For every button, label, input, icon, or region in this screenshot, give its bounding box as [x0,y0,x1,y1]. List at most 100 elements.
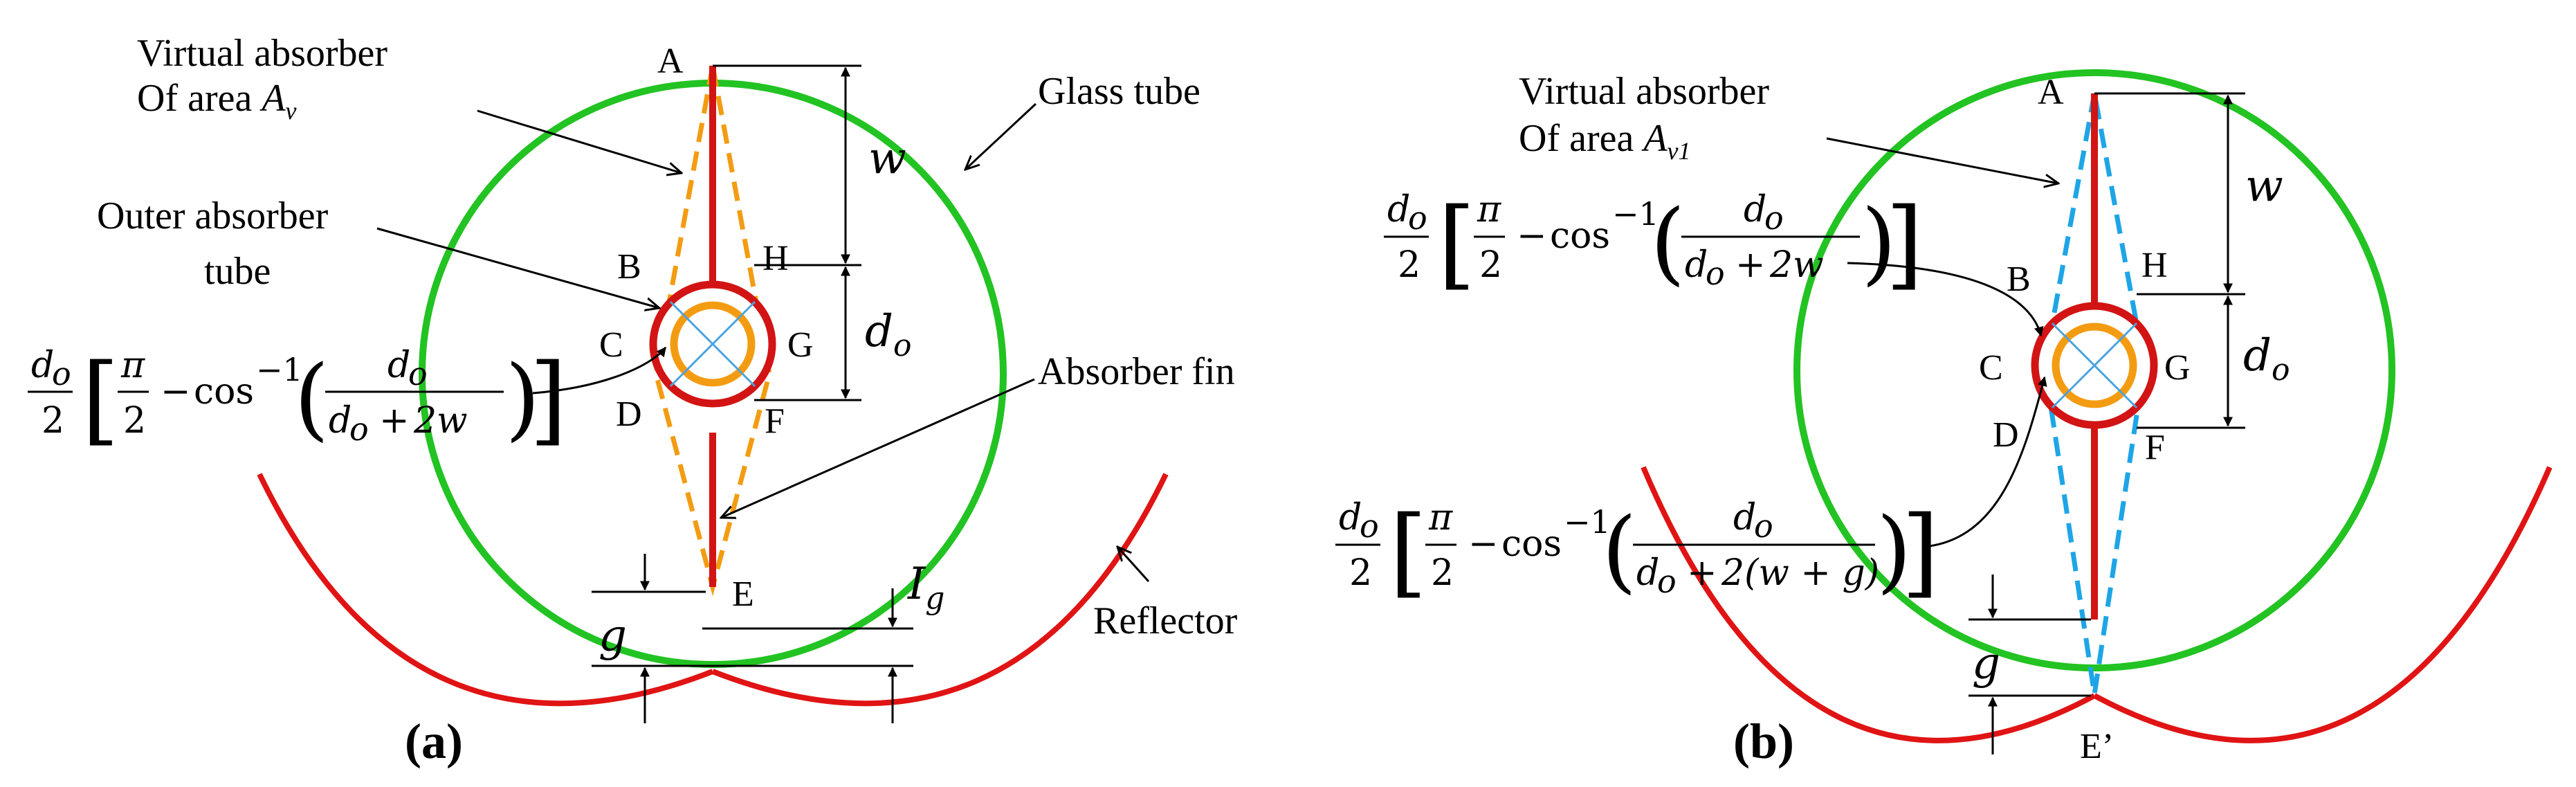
svg-text:o: o [349,410,369,448]
svg-text:−: − [161,371,191,413]
svg-text:o: o [1764,199,1784,237]
svg-text:o: o [1657,563,1677,600]
point-label-f: F [765,401,785,441]
svg-text:(: ( [1650,190,1686,295]
svg-text:d: d [1339,497,1362,539]
dim-do-label: do [865,306,911,363]
panel-caption-b: (b) [1733,714,1794,769]
svg-text:d: d [31,345,54,386]
svg-text:d: d [1744,189,1766,230]
svg-text:−1: −1 [1612,195,1659,233]
point-label-c: C [599,325,623,365]
outer-absorber-label-line1: Outer absorber [97,195,329,237]
svg-text:o: o [52,355,71,392]
point-label-h: H [2141,246,2168,285]
svg-text:−1: −1 [256,351,303,388]
svg-text:−: − [1517,215,1547,257]
panel-a: Virtual absorber Of area Av Glass tube O… [28,32,1238,769]
svg-text:2: 2 [1431,552,1454,594]
svg-text:2: 2 [123,400,146,442]
svg-text:o: o [1360,507,1379,545]
virtual-absorber-label-line2: Of area Av1 [1519,117,1691,165]
svg-text:o: o [1408,199,1427,237]
leader-virtual-absorber [1826,137,2058,183]
point-label-a: A [657,42,684,81]
svg-text:cos: cos [1501,523,1562,565]
inner-absorber-tube [2052,323,2137,408]
dim-ig-label: Ig [907,559,944,616]
svg-text:(: ( [294,345,329,451]
reflector-curve-right [2093,466,2552,743]
svg-text:+: + [379,400,410,442]
svg-text:): ) [505,345,540,451]
point-label-f: F [2145,428,2165,467]
point-label-h: H [762,239,789,278]
point-label-b: B [2007,260,2031,299]
svg-text:d: d [329,400,351,442]
svg-text:d: d [1733,497,1756,539]
leader-outer-absorber [376,227,659,308]
inner-absorber-tube [670,301,756,387]
svg-text:π: π [1428,497,1453,539]
svg-text:−1: −1 [1564,503,1611,541]
svg-text:d: d [1387,189,1410,230]
virtual-absorber-label-line2: Of area Av [137,77,297,125]
leader-reflector [1117,547,1150,583]
absorber-fin-label: Absorber fin [1038,350,1235,393]
leader-absorber-fin [721,378,1035,518]
dim-do-label: do [2243,330,2290,388]
svg-text:[: [ [1389,496,1427,608]
svg-text:2(w + g): 2(w + g) [1721,552,1879,594]
svg-text:2: 2 [1479,244,1502,286]
svg-text:π: π [1477,189,1501,230]
svg-text:]: ] [529,343,567,456]
point-label-b: B [617,247,641,287]
svg-text:+: + [1687,552,1717,594]
svg-text:o: o [1754,507,1773,545]
svg-text:(: ( [1602,498,1637,603]
svg-text:+: + [1735,244,1766,286]
point-label-e-prime: E’ [2080,727,2114,766]
point-label-e: E [732,575,754,614]
svg-text:[: [ [82,343,120,456]
point-label-g: G [787,325,814,365]
dim-w-label: w [2245,161,2283,212]
leader-formula-1 [1847,262,2044,337]
leader-glass-tube [965,102,1037,170]
panel-caption-a: (a) [405,714,463,769]
dim-g-label: g [1972,638,2000,689]
svg-text:π: π [120,345,145,386]
point-label-d: D [1993,415,2019,455]
svg-text:d: d [1636,552,1659,594]
svg-text:2w: 2w [413,400,468,442]
svg-text:cos: cos [194,371,254,413]
svg-text:2: 2 [1349,552,1372,594]
tube-cross-line [669,300,756,388]
svg-text:2w: 2w [1769,244,1824,286]
svg-text:[: [ [1438,188,1476,300]
point-label-d: D [616,395,642,434]
reflector-label: Reflector [1093,599,1238,642]
svg-text:): ) [1861,190,1897,295]
outer-absorber-label-line2: tube [204,250,271,293]
svg-text:−: − [1468,523,1499,565]
svg-text:cos: cos [1550,215,1610,257]
leader-formula [532,346,667,395]
panel-b: Virtual absorber Of area Av1 A B C D E’ … [1335,69,2552,769]
reflector-curve-left [257,473,714,707]
leader-virtual-absorber [477,109,682,173]
svg-text:o: o [1706,255,1725,292]
svg-text:]: ] [1901,496,1939,608]
glass-tube-circle [1793,69,2395,671]
reflector-curve-left [1641,466,2096,743]
leader-formula-2 [1923,376,2047,548]
formula-arc-length-b1: do 2 [ π 2 − cos −1 ( do do + 2w ) ] [1384,188,1924,300]
glass-tube-label: Glass tube [1038,70,1200,113]
dim-w-label: w [868,133,906,184]
virtual-absorber-outline [2042,93,2147,695]
formula-arc-length-a: do 2 [ π 2 − cos −1 ( do do + 2w ) ] [28,343,567,456]
point-label-g: G [2164,348,2191,388]
virtual-absorber-label-line1: Virtual absorber [137,32,387,75]
